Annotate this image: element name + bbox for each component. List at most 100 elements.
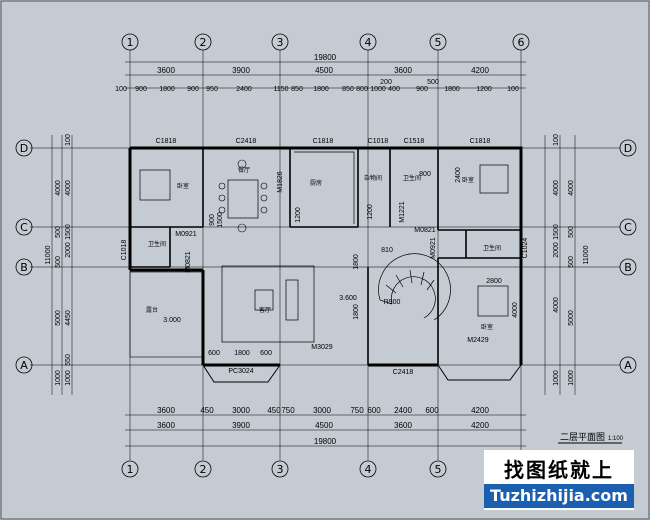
svg-text:3600: 3600 bbox=[157, 66, 175, 75]
svg-text:200: 200 bbox=[380, 79, 392, 86]
svg-text:1800: 1800 bbox=[353, 304, 360, 320]
svg-text:100: 100 bbox=[115, 86, 127, 93]
svg-text:客厅: 客厅 bbox=[259, 306, 271, 314]
svg-text:M1221: M1221 bbox=[399, 201, 406, 223]
svg-text:4000: 4000 bbox=[65, 180, 72, 196]
svg-text:C1818: C1818 bbox=[156, 138, 177, 145]
axis-label-bottom-1: 1 bbox=[127, 463, 134, 476]
svg-text:4000: 4000 bbox=[553, 297, 560, 313]
svg-text:500: 500 bbox=[568, 226, 575, 238]
svg-text:850: 850 bbox=[291, 86, 303, 93]
svg-text:3600: 3600 bbox=[394, 421, 412, 430]
svg-text:4000: 4000 bbox=[512, 302, 519, 318]
axis-label-left-A: A bbox=[20, 359, 28, 372]
svg-text:800: 800 bbox=[356, 86, 368, 93]
terrace-outline bbox=[129, 271, 203, 358]
exterior-walls bbox=[128, 146, 523, 367]
svg-text:1500: 1500 bbox=[217, 212, 224, 228]
svg-text:500: 500 bbox=[568, 256, 575, 268]
svg-text:100: 100 bbox=[553, 134, 560, 146]
svg-text:卫生间: 卫生间 bbox=[403, 174, 421, 182]
svg-text:950: 950 bbox=[206, 86, 218, 93]
svg-text:M0821: M0821 bbox=[185, 251, 192, 273]
svg-text:4000: 4000 bbox=[55, 180, 62, 196]
axis-label-left-B: B bbox=[20, 261, 28, 274]
axis-label-left-C: C bbox=[20, 221, 28, 234]
interior-walls bbox=[130, 148, 521, 365]
coffee-table bbox=[254, 289, 274, 311]
svg-text:C1818: C1818 bbox=[313, 138, 334, 145]
svg-text:11000: 11000 bbox=[583, 245, 590, 264]
axis-label-top-6: 6 bbox=[518, 36, 525, 49]
axis-label-top-2: 2 bbox=[200, 36, 207, 49]
room-labels: 卧室 卫生间 餐厅 厨房 杂物间 卫生间 卧室 卫生间 客厅 卧室 露台 bbox=[146, 166, 501, 331]
side-dimension-lines bbox=[51, 135, 576, 395]
svg-text:3.600: 3.600 bbox=[339, 295, 357, 302]
svg-text:4500: 4500 bbox=[315, 421, 333, 430]
misc-annotations: 3.600 3.000 800 2400 1200 1200 1800 1800… bbox=[163, 167, 519, 357]
axis-label-bottom-4: 4 bbox=[365, 463, 372, 476]
axis-bubbles-side: D C B A D C B A bbox=[15, 139, 637, 374]
svg-text:C1518: C1518 bbox=[404, 138, 425, 145]
svg-text:3.000: 3.000 bbox=[163, 317, 181, 324]
bed-2 bbox=[479, 164, 509, 194]
axis-label-right-D: D bbox=[624, 142, 632, 155]
svg-text:R900: R900 bbox=[384, 299, 401, 306]
svg-text:3600: 3600 bbox=[157, 421, 175, 430]
svg-text:厨房: 厨房 bbox=[310, 179, 322, 187]
svg-text:1800: 1800 bbox=[353, 254, 360, 270]
svg-text:2400: 2400 bbox=[236, 86, 252, 93]
svg-text:C1018: C1018 bbox=[121, 240, 128, 261]
svg-text:M0921: M0921 bbox=[430, 237, 437, 259]
svg-text:5000: 5000 bbox=[55, 310, 62, 326]
svg-text:C1818: C1818 bbox=[470, 138, 491, 145]
right-side-dims: 100 4000 4000 1500 500 11000 2000 500 50… bbox=[553, 134, 590, 386]
dining-chairs bbox=[218, 159, 268, 233]
bed-3 bbox=[477, 285, 509, 317]
svg-text:1:100: 1:100 bbox=[608, 436, 624, 442]
svg-text:2000: 2000 bbox=[65, 242, 72, 258]
svg-text:900: 900 bbox=[416, 86, 428, 93]
bottom-row1-dims: 3600 450 3000 450 750 3000 750 600 2400 … bbox=[157, 406, 489, 415]
window-door-labels: C1818 C2418 C1818 C1018 C1518 C1818 C101… bbox=[121, 138, 529, 376]
watermark: 找图纸就上 Tuzhizhijia.com bbox=[484, 450, 634, 510]
svg-text:450: 450 bbox=[200, 406, 214, 415]
svg-text:810: 810 bbox=[381, 247, 393, 254]
axis-label-right-B: B bbox=[624, 261, 632, 274]
svg-text:C2418: C2418 bbox=[236, 138, 257, 145]
axis-label-top-1: 1 bbox=[127, 36, 134, 49]
svg-text:M0821: M0821 bbox=[414, 227, 436, 234]
svg-text:1800: 1800 bbox=[444, 86, 460, 93]
svg-text:600: 600 bbox=[260, 350, 272, 357]
svg-text:750: 750 bbox=[350, 406, 364, 415]
kitchen-counter bbox=[294, 151, 355, 224]
axis-label-bottom-5: 5 bbox=[435, 463, 442, 476]
svg-text:3900: 3900 bbox=[232, 421, 250, 430]
top-row2-dims: 100 900 1800 900 950 2400 1150 850 1800 … bbox=[115, 79, 519, 93]
svg-text:1000: 1000 bbox=[370, 86, 386, 93]
svg-text:M1826: M1826 bbox=[277, 171, 284, 193]
svg-text:500: 500 bbox=[55, 226, 62, 238]
svg-text:1200: 1200 bbox=[476, 86, 492, 93]
bed-1 bbox=[139, 169, 171, 201]
svg-text:露台: 露台 bbox=[146, 306, 158, 314]
svg-text:3000: 3000 bbox=[313, 406, 331, 415]
axis-label-right-A: A bbox=[624, 359, 632, 372]
bottom-row2-dims: 3600 3900 4500 3600 4200 bbox=[157, 421, 489, 430]
svg-text:餐厅: 餐厅 bbox=[238, 166, 250, 174]
bottom-dimension-lines bbox=[125, 414, 526, 447]
axis-label-top-4: 4 bbox=[365, 36, 372, 49]
svg-text:600: 600 bbox=[425, 406, 439, 415]
svg-text:400: 400 bbox=[388, 86, 400, 93]
svg-text:卫生间: 卫生间 bbox=[148, 240, 166, 248]
svg-text:3600: 3600 bbox=[157, 406, 175, 415]
svg-text:600: 600 bbox=[208, 350, 220, 357]
svg-text:900: 900 bbox=[187, 86, 199, 93]
watermark-line2: Tuzhizhijia.com bbox=[484, 484, 634, 508]
svg-text:1800: 1800 bbox=[159, 86, 175, 93]
axis-bubbles-top: 1 2 3 4 5 6 bbox=[121, 33, 530, 51]
svg-text:2800: 2800 bbox=[486, 278, 502, 285]
svg-text:4200: 4200 bbox=[471, 406, 489, 415]
